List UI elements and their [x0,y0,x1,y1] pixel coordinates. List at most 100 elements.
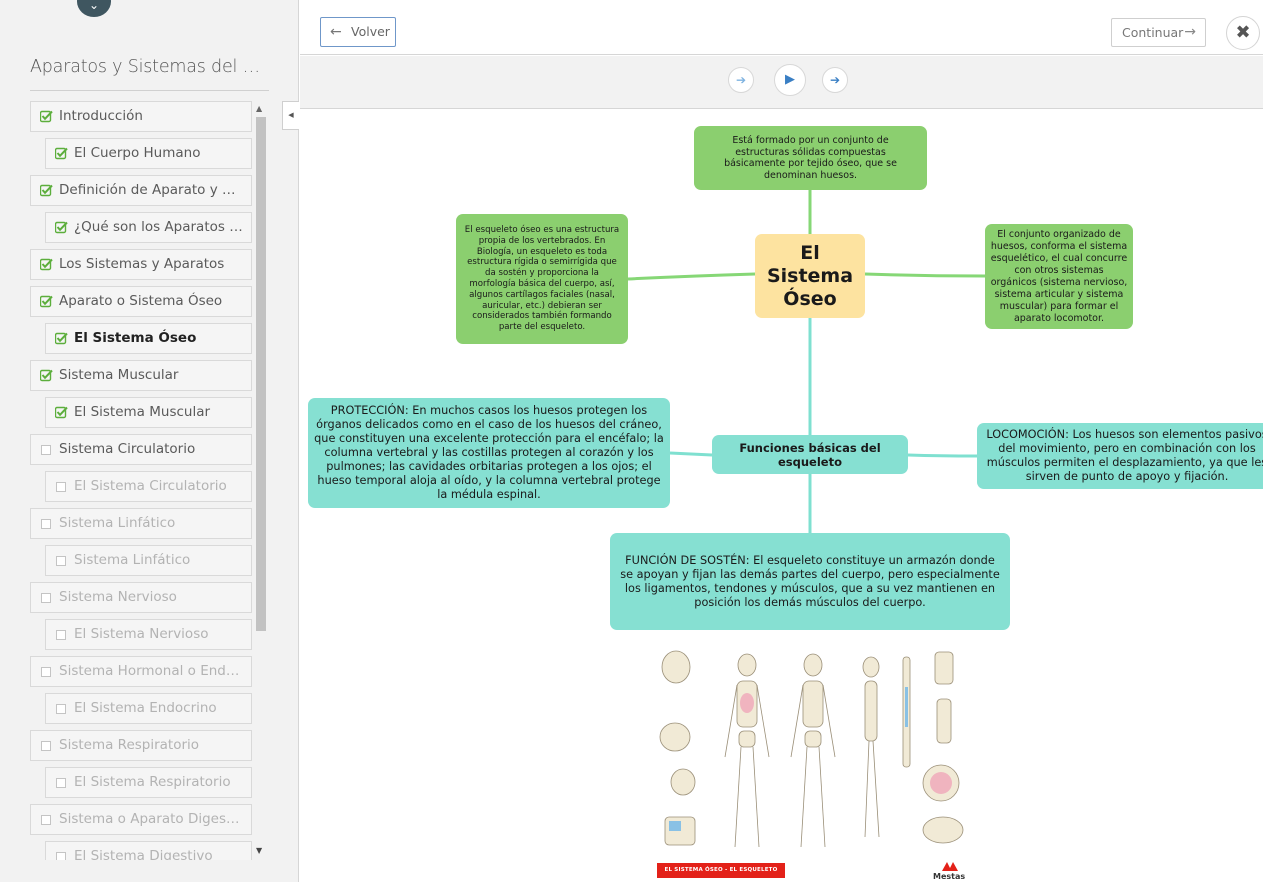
connector-locomocion [907,453,978,458]
lesson-item-label: El Sistema Digestivo [74,848,213,860]
connector-left [627,272,756,281]
node-skeletal-system-text: El conjunto organizado de huesos, confor… [990,228,1128,324]
lesson-item[interactable]: ¿Qué son los Aparatos y Sistemas? [45,212,252,243]
lesson-item-label: El Cuerpo Humano [74,145,201,161]
lesson-item[interactable]: Los Sistemas y Aparatos [30,249,252,280]
checkbox-empty-icon [56,482,66,492]
lesson-item-label: El Sistema Respiratorio [74,774,231,790]
close-button[interactable]: ✖ [1226,16,1260,50]
lesson-item-label: El Sistema Endocrino [74,700,217,716]
lesson-item-label: Sistema Linfático [74,552,191,568]
checkbox-checked-icon [40,110,53,123]
node-locomotion: LOCOMOCIÓN: Los huesos son elementos pas… [977,423,1263,489]
node-functions: Funciones básicas del esqueleto [712,435,908,474]
play-button[interactable]: ▶ [774,64,806,96]
checkbox-checked-icon [40,184,53,197]
checkbox-empty-icon [56,704,66,714]
checkbox-checked-icon [40,258,53,271]
lesson-item-label: Sistema Hormonal o Endocrino [59,663,252,679]
lesson-item[interactable]: El Sistema Respiratorio [45,767,252,798]
collapse-sidebar-button[interactable]: ◀ [282,101,299,130]
caret-left-icon: ◀ [288,111,294,119]
arrow-right-icon: ➔ [829,73,841,87]
lesson-item[interactable]: Aparato o Sistema Óseo [30,286,252,317]
poster-banner: EL SISTEMA ÓSEO - EL ESQUELETO [657,863,785,878]
central-topic-line-2: Sistema [766,264,854,287]
lesson-item-label: El Sistema Óseo [74,330,197,346]
top-bar: ← Volver Continuar → ✖ [300,0,1263,55]
lesson-item[interactable]: El Sistema Digestivo [45,841,252,860]
lesson-item[interactable]: Sistema Muscular [30,360,252,391]
lesson-item[interactable]: Sistema Linfático [30,508,252,539]
node-functions-text: Funciones básicas del esqueleto [739,440,881,469]
node-definition-text: Está formado por un conjunto de estructu… [724,135,897,181]
lesson-item[interactable]: Sistema Circulatorio [30,434,252,465]
lesson-item[interactable]: Sistema Nervioso [30,582,252,613]
lesson-item-label: ¿Qué son los Aparatos y Sistemas? [74,219,251,235]
lesson-item[interactable]: El Cuerpo Humano [45,138,252,169]
node-skeleton-text: El esqueleto óseo es una estructura prop… [464,225,620,333]
next-button[interactable]: ➔ [822,67,848,93]
checkbox-empty-icon [41,815,51,825]
sidebar-toggle-button[interactable]: ⌄ [77,0,111,17]
lesson-item[interactable]: El Sistema Nervioso [45,619,252,650]
lesson-content: Está formado por un conjunto de estructu… [300,110,1263,882]
lesson-item-label: Aparato o Sistema Óseo [59,293,223,309]
previous-button[interactable]: ➔ [728,67,754,93]
scroll-up-icon[interactable]: ▲ [256,104,263,113]
node-support: FUNCIÓN DE SOSTÉN: El esqueleto constitu… [610,533,1010,630]
lesson-item-label: Sistema Nervioso [59,589,177,605]
checkbox-empty-icon [41,667,51,677]
lesson-item[interactable]: Sistema Respiratorio [30,730,252,761]
node-skeletal-system: El conjunto organizado de huesos, confor… [985,224,1133,329]
continue-button[interactable]: Continuar → [1111,18,1206,47]
checkbox-empty-icon [41,445,51,455]
checkbox-empty-icon [56,778,66,788]
arrow-left-icon: ← [330,24,342,40]
publisher-logo [942,862,958,871]
node-central-topic: El Sistema Óseo [755,234,865,318]
sidebar: ⌄ Aparatos y Sistemas del Cuerpo Humano … [0,0,299,882]
publisher-logo-text: Mestas [933,872,966,881]
checkbox-checked-icon [40,295,53,308]
node-definition: Está formado por un conjunto de estructu… [694,126,927,190]
lesson-item[interactable]: Introducción [30,101,252,132]
back-button-label: Volver [351,24,390,39]
lesson-item-label: El Sistema Circulatorio [74,478,227,494]
lesson-item[interactable]: El Sistema Muscular [45,397,252,428]
checkbox-checked-icon [55,332,68,345]
scrollbar-thumb[interactable] [256,117,266,631]
play-icon: ▶ [785,72,795,87]
lesson-item-label: Definición de Aparato y Sistema [59,182,251,198]
close-icon: ✖ [1235,22,1251,43]
checkbox-checked-icon [55,147,68,160]
lesson-item[interactable]: Sistema Linfático [45,545,252,576]
lesson-item[interactable]: Definición de Aparato y Sistema [30,175,252,206]
checkbox-empty-icon [56,852,66,860]
lesson-item[interactable]: Sistema Hormonal o Endocrino [30,656,252,687]
arrow-left-icon: ➔ [735,73,747,87]
central-topic-line-3: Óseo [783,287,837,310]
lesson-item[interactable]: El Sistema Circulatorio [45,471,252,502]
checkbox-empty-icon [56,630,66,640]
connector-right [864,272,986,278]
checkbox-checked-icon [55,406,68,419]
lesson-item[interactable]: El Sistema Óseo [45,323,252,354]
central-topic-line-1: El [800,241,820,264]
chevron-down-icon: ⌄ [88,0,100,12]
skeleton-illustration [659,650,964,848]
node-skeleton: El esqueleto óseo es una estructura prop… [456,214,628,344]
scroll-down-icon[interactable]: ▼ [256,846,263,855]
checkbox-empty-icon [41,519,51,529]
lesson-item-label: Sistema Respiratorio [59,737,200,753]
node-protection: PROTECCIÓN: En muchos casos los huesos p… [308,398,670,508]
lesson-item[interactable]: El Sistema Endocrino [45,693,252,724]
node-locomotion-text: LOCOMOCIÓN: Los huesos son elementos pas… [986,428,1263,483]
checkbox-empty-icon [41,593,51,603]
lesson-item[interactable]: Sistema o Aparato Digestivo [30,804,252,835]
node-protection-text: PROTECCIÓN: En muchos casos los huesos p… [314,404,664,501]
lesson-item-label: Sistema Circulatorio [59,441,196,457]
player-controls: ➔ ▶ ➔ [300,56,1263,109]
back-button[interactable]: ← Volver [320,17,396,47]
